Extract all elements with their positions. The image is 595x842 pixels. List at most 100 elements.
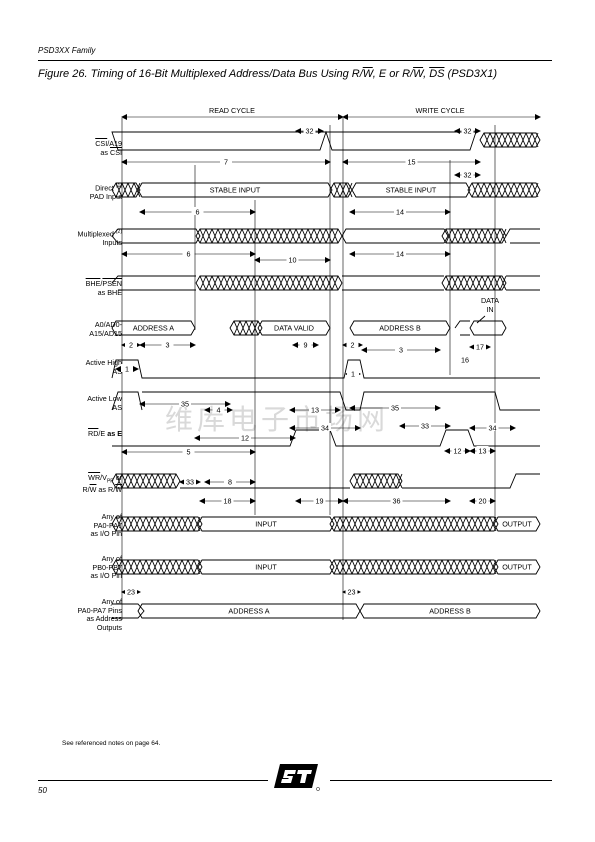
label-address-b: ADDRESS B (379, 324, 421, 333)
label-data-in-2: IN (486, 305, 493, 314)
dim-t17-label-bg (474, 342, 486, 350)
document-family-header: PSD3XX Family (38, 46, 96, 55)
label-pb-output: OUTPUT (502, 563, 532, 572)
dim-t32-write-b-label-bg (461, 170, 474, 178)
dim-t18-label: 18 (224, 497, 232, 506)
wave-mux-hatch-2 (441, 228, 507, 244)
dim-t13-b-label: 13 (479, 447, 487, 456)
dim-t2-label: 2 (129, 341, 133, 350)
wave-as-high (111, 359, 540, 379)
label-stable-input-b: STABLE INPUT (386, 186, 437, 195)
dim-t3-label-bg (161, 340, 174, 348)
dim-t14-b-label: 14 (396, 250, 404, 259)
dim-t35-a-label: 35 (181, 400, 189, 409)
wave-bhe-c (506, 275, 540, 291)
wave-bhe-hatch-2 (441, 275, 507, 291)
waveforms (111, 130, 541, 619)
wave-direct-hatch-2 (329, 182, 353, 198)
dim-t9-label-bg (299, 340, 312, 348)
dim-t13-a-label: 13 (311, 406, 319, 415)
dim-t34-a-label-bg (319, 423, 331, 431)
dim-t15-label-bg (405, 157, 418, 165)
wave-csi-hatch (479, 132, 541, 148)
wave-ad-hatch-1 (229, 320, 263, 336)
wave-ad-address-b (349, 320, 451, 336)
dim-t23-b-label: 23 (348, 588, 356, 597)
dim-t2-label-bg (125, 340, 137, 348)
dim-t20-label: 20 (479, 497, 487, 506)
wave-direct-hatch-1 (111, 182, 141, 198)
figure-caption: Figure 26. Timing of 16-Bit Multiplexed … (38, 68, 497, 80)
label-data-in-1: DATA (481, 296, 499, 305)
wave-ad-data-in (469, 320, 507, 336)
wave-bhe-b (342, 275, 444, 291)
dim-t14-a-label-bg (394, 207, 406, 215)
dim-t15-label: 15 (408, 158, 416, 167)
dim-t32-write-a-label: 32 (464, 127, 472, 136)
caption-prefix: Figure 26. Timing of 16-Bit Multiplexed … (38, 68, 363, 80)
wave-mux-c (505, 228, 540, 244)
dim-t32-read-label-bg (303, 126, 316, 134)
wave-pb-hatch-1 (111, 559, 203, 575)
dim-t13-a-label-bg (309, 405, 321, 413)
dim-t33-b-label-bg (419, 421, 431, 429)
dim-t6-b-label: 6 (187, 250, 191, 259)
dim-t17-label: 17 (476, 343, 484, 352)
dim-t12-a-label: 12 (241, 434, 249, 443)
dim-t8-label: 8 (228, 478, 232, 487)
dim-t16-label: 16 (461, 356, 469, 365)
dim-t32-write-b-label: 32 (464, 171, 472, 180)
dim-t12-b-label: 12 (454, 447, 462, 456)
caption-w2: W (413, 68, 424, 80)
dim-t10-label: 10 (289, 256, 297, 265)
wave-wr-hatch-2 (349, 473, 403, 489)
dim-t14-b-label-bg (394, 249, 406, 257)
dim-t9-label: 9 (304, 341, 308, 350)
dim-t1-a-label: 1 (125, 365, 129, 374)
wave-pa-output (493, 516, 541, 532)
caption-ds: DS (429, 68, 445, 80)
wave-as-low (111, 391, 540, 411)
dim-t3-b-label-bg (395, 345, 407, 353)
label-pa-output: OUTPUT (502, 520, 532, 529)
dim-t23-b-label-bg (345, 587, 358, 595)
dim-t34-b-label: 34 (489, 424, 497, 433)
signal-label-rd-e: RD/E as E (88, 429, 122, 438)
st-logo-icon (272, 760, 324, 799)
dim-t33-b-label: 33 (421, 422, 429, 431)
dim-t7-label-bg (220, 157, 232, 165)
wave-ad-address-a (111, 320, 196, 336)
wave-csi (111, 130, 477, 151)
dim-t2-b-label-bg (346, 340, 359, 348)
caption-mid1: , E or R/ (372, 68, 414, 80)
wave-mux-hatch-1 (195, 228, 343, 244)
dim-t32-write-a-label-bg (461, 126, 474, 134)
dim-t6-b-label-bg (182, 249, 195, 257)
dim-t12-a-label-bg (239, 433, 251, 441)
dim-t19-label-bg (313, 496, 326, 504)
dim-t36-label: 36 (393, 497, 401, 506)
caption-w1: W (362, 68, 373, 80)
dim-t5-label: 5 (187, 448, 191, 457)
label-read-cycle: READ CYCLE (209, 106, 255, 115)
wave-mux-a (111, 228, 201, 244)
label-pao-address-a: ADDRESS A (228, 607, 269, 616)
dim-t20-label-bg (476, 496, 489, 504)
dim-t3-b-label: 3 (399, 346, 403, 355)
dim-t36-label-bg (390, 496, 403, 504)
wave-pao-start (112, 603, 145, 619)
dim-t12-b-label-bg (451, 446, 464, 454)
label-data-valid: DATA VALID (274, 324, 314, 333)
wave-mux-b (341, 228, 449, 244)
caption-suffix: (PSD3X1) (444, 68, 498, 80)
dim-t13-b-label-bg (476, 446, 489, 454)
label-pb-input: INPUT (255, 563, 277, 572)
footer-rule-left (38, 780, 268, 781)
dim-t16-label-bg (459, 355, 471, 363)
wave-ad-data-valid (257, 320, 331, 336)
wave-bhe-a (111, 275, 196, 291)
